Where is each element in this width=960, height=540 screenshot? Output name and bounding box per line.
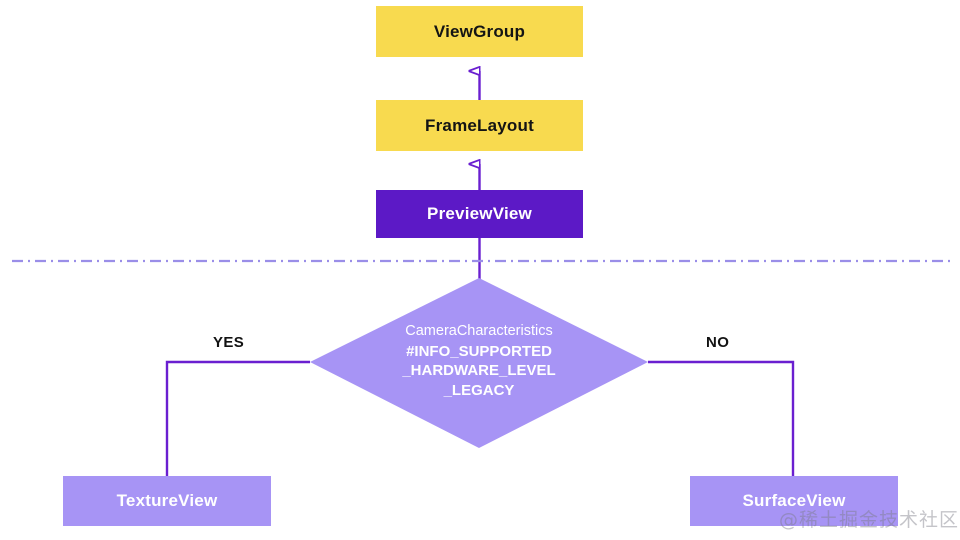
branch-label-yes: YES bbox=[213, 334, 245, 351]
connector-no-branch bbox=[648, 360, 795, 476]
class-node-label: FrameLayout bbox=[425, 115, 534, 135]
class-node-label: PreviewView bbox=[427, 204, 532, 223]
outcome-node-textureview[interactable]: TextureView bbox=[63, 476, 271, 526]
outcome-node-label: SurfaceView bbox=[742, 491, 846, 510]
connector-yes-branch bbox=[165, 360, 310, 476]
decision-diamond bbox=[310, 278, 648, 448]
class-node-framelayout[interactable]: FrameLayout bbox=[376, 100, 583, 151]
class-node-viewgroup[interactable]: ViewGroup bbox=[376, 6, 583, 57]
outcome-node-surfaceview[interactable]: SurfaceView bbox=[690, 476, 898, 526]
class-node-label: ViewGroup bbox=[433, 21, 526, 41]
class-node-previewview[interactable]: PreviewView bbox=[376, 190, 583, 238]
outcome-node-label: TextureView bbox=[116, 491, 218, 510]
branch-label-no: NO bbox=[706, 334, 730, 351]
